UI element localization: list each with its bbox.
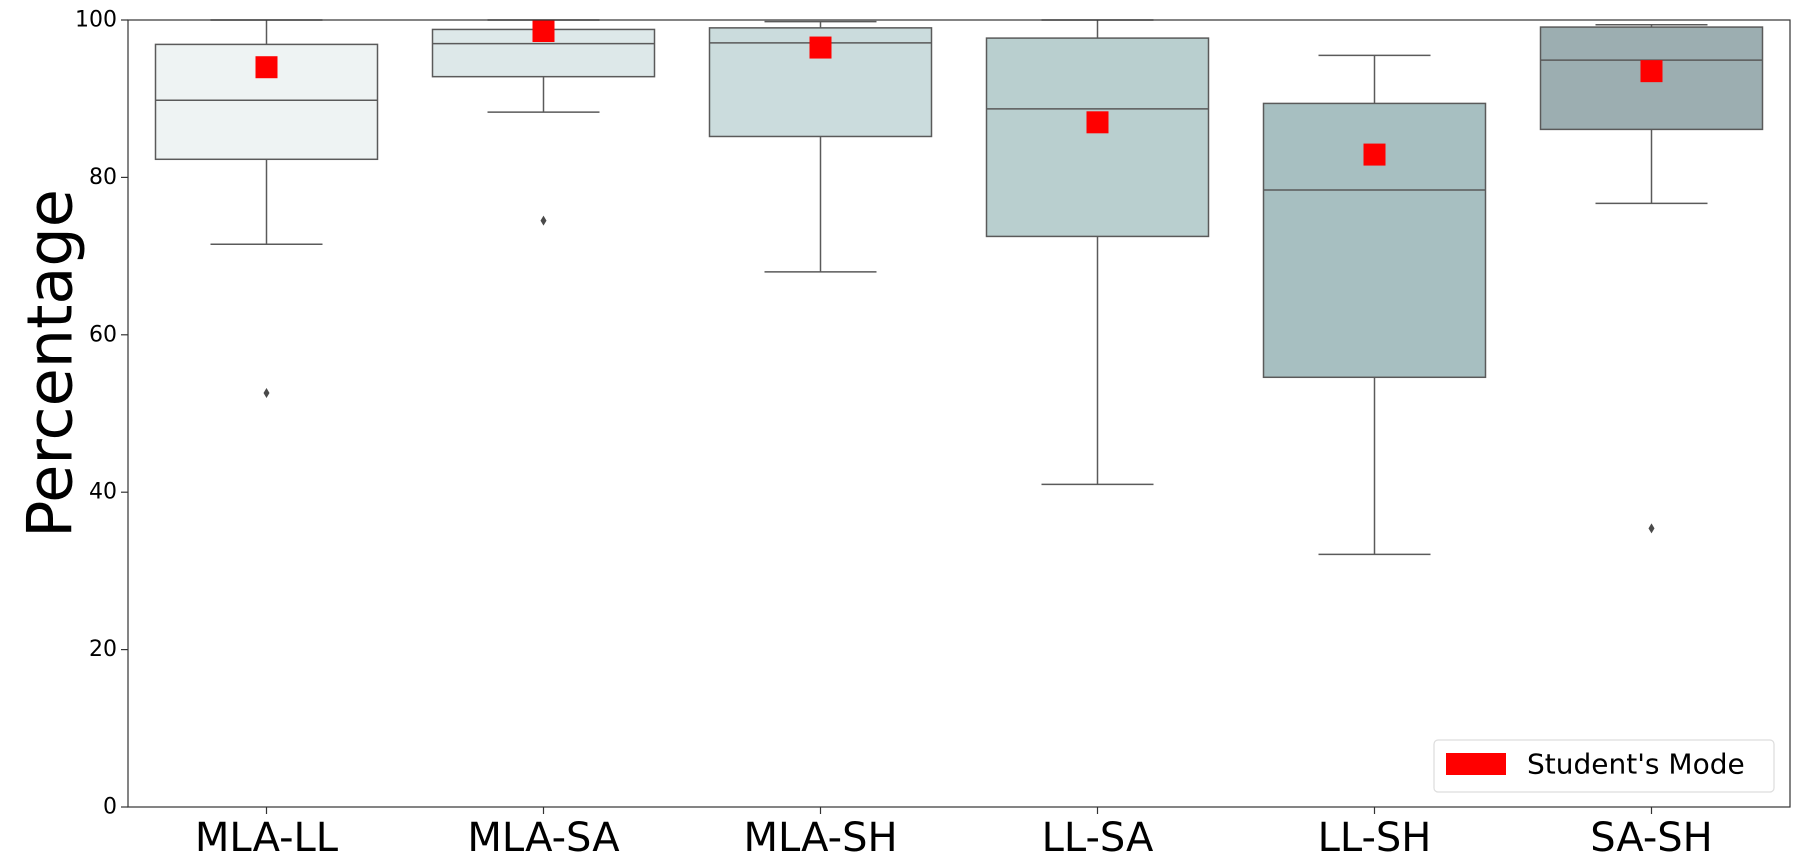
box-group-mla-sa [431, 19, 656, 226]
plot-marks [154, 19, 1764, 556]
y-tick-label: 20 [89, 637, 117, 662]
outlier-point [263, 388, 270, 399]
x-tick-label: MLA-SA [467, 815, 620, 861]
legend: Student's Mode [1433, 739, 1775, 793]
y-axis: 0 20 40 60 80 100 [75, 8, 128, 820]
x-tick-label: LL-SH [1318, 815, 1432, 861]
mode-marker [532, 20, 555, 43]
legend-label-student-mode: Student's Mode [1527, 748, 1745, 781]
y-tick-label: 0 [103, 795, 117, 820]
y-tick-label: 100 [75, 8, 117, 33]
legend-box [1433, 739, 1775, 793]
x-axis: MLA-LL MLA-SA MLA-SH LL-SA LL-SH SA-SH [195, 807, 1713, 861]
mode-marker [809, 36, 832, 59]
box-group-sa-sh [1539, 23, 1764, 534]
y-tick-label: 60 [89, 322, 117, 347]
x-tick-label: MLA-LL [195, 815, 339, 861]
x-tick-label: LL-SA [1042, 815, 1154, 861]
mode-marker [1363, 143, 1386, 166]
y-tick-label: 40 [89, 480, 117, 505]
x-tick-label: MLA-SH [743, 815, 897, 861]
outlier-point [1648, 523, 1655, 534]
box-group-ll-sa [985, 19, 1210, 486]
iqr-box [985, 37, 1210, 238]
outlier-point [540, 215, 547, 226]
box-group-ll-sh [1262, 54, 1487, 556]
mode-marker [1086, 111, 1109, 134]
x-tick-label: SA-SH [1590, 815, 1713, 861]
y-axis-title: Percentage [14, 189, 87, 538]
box-group-mla-ll [154, 19, 379, 399]
legend-swatch-student-mode [1446, 753, 1506, 775]
mode-marker [255, 56, 278, 79]
box-group-mla-sh [708, 20, 933, 273]
y-tick-label: 80 [89, 165, 117, 190]
mode-marker [1640, 60, 1663, 83]
plot-frame [127, 19, 1791, 808]
